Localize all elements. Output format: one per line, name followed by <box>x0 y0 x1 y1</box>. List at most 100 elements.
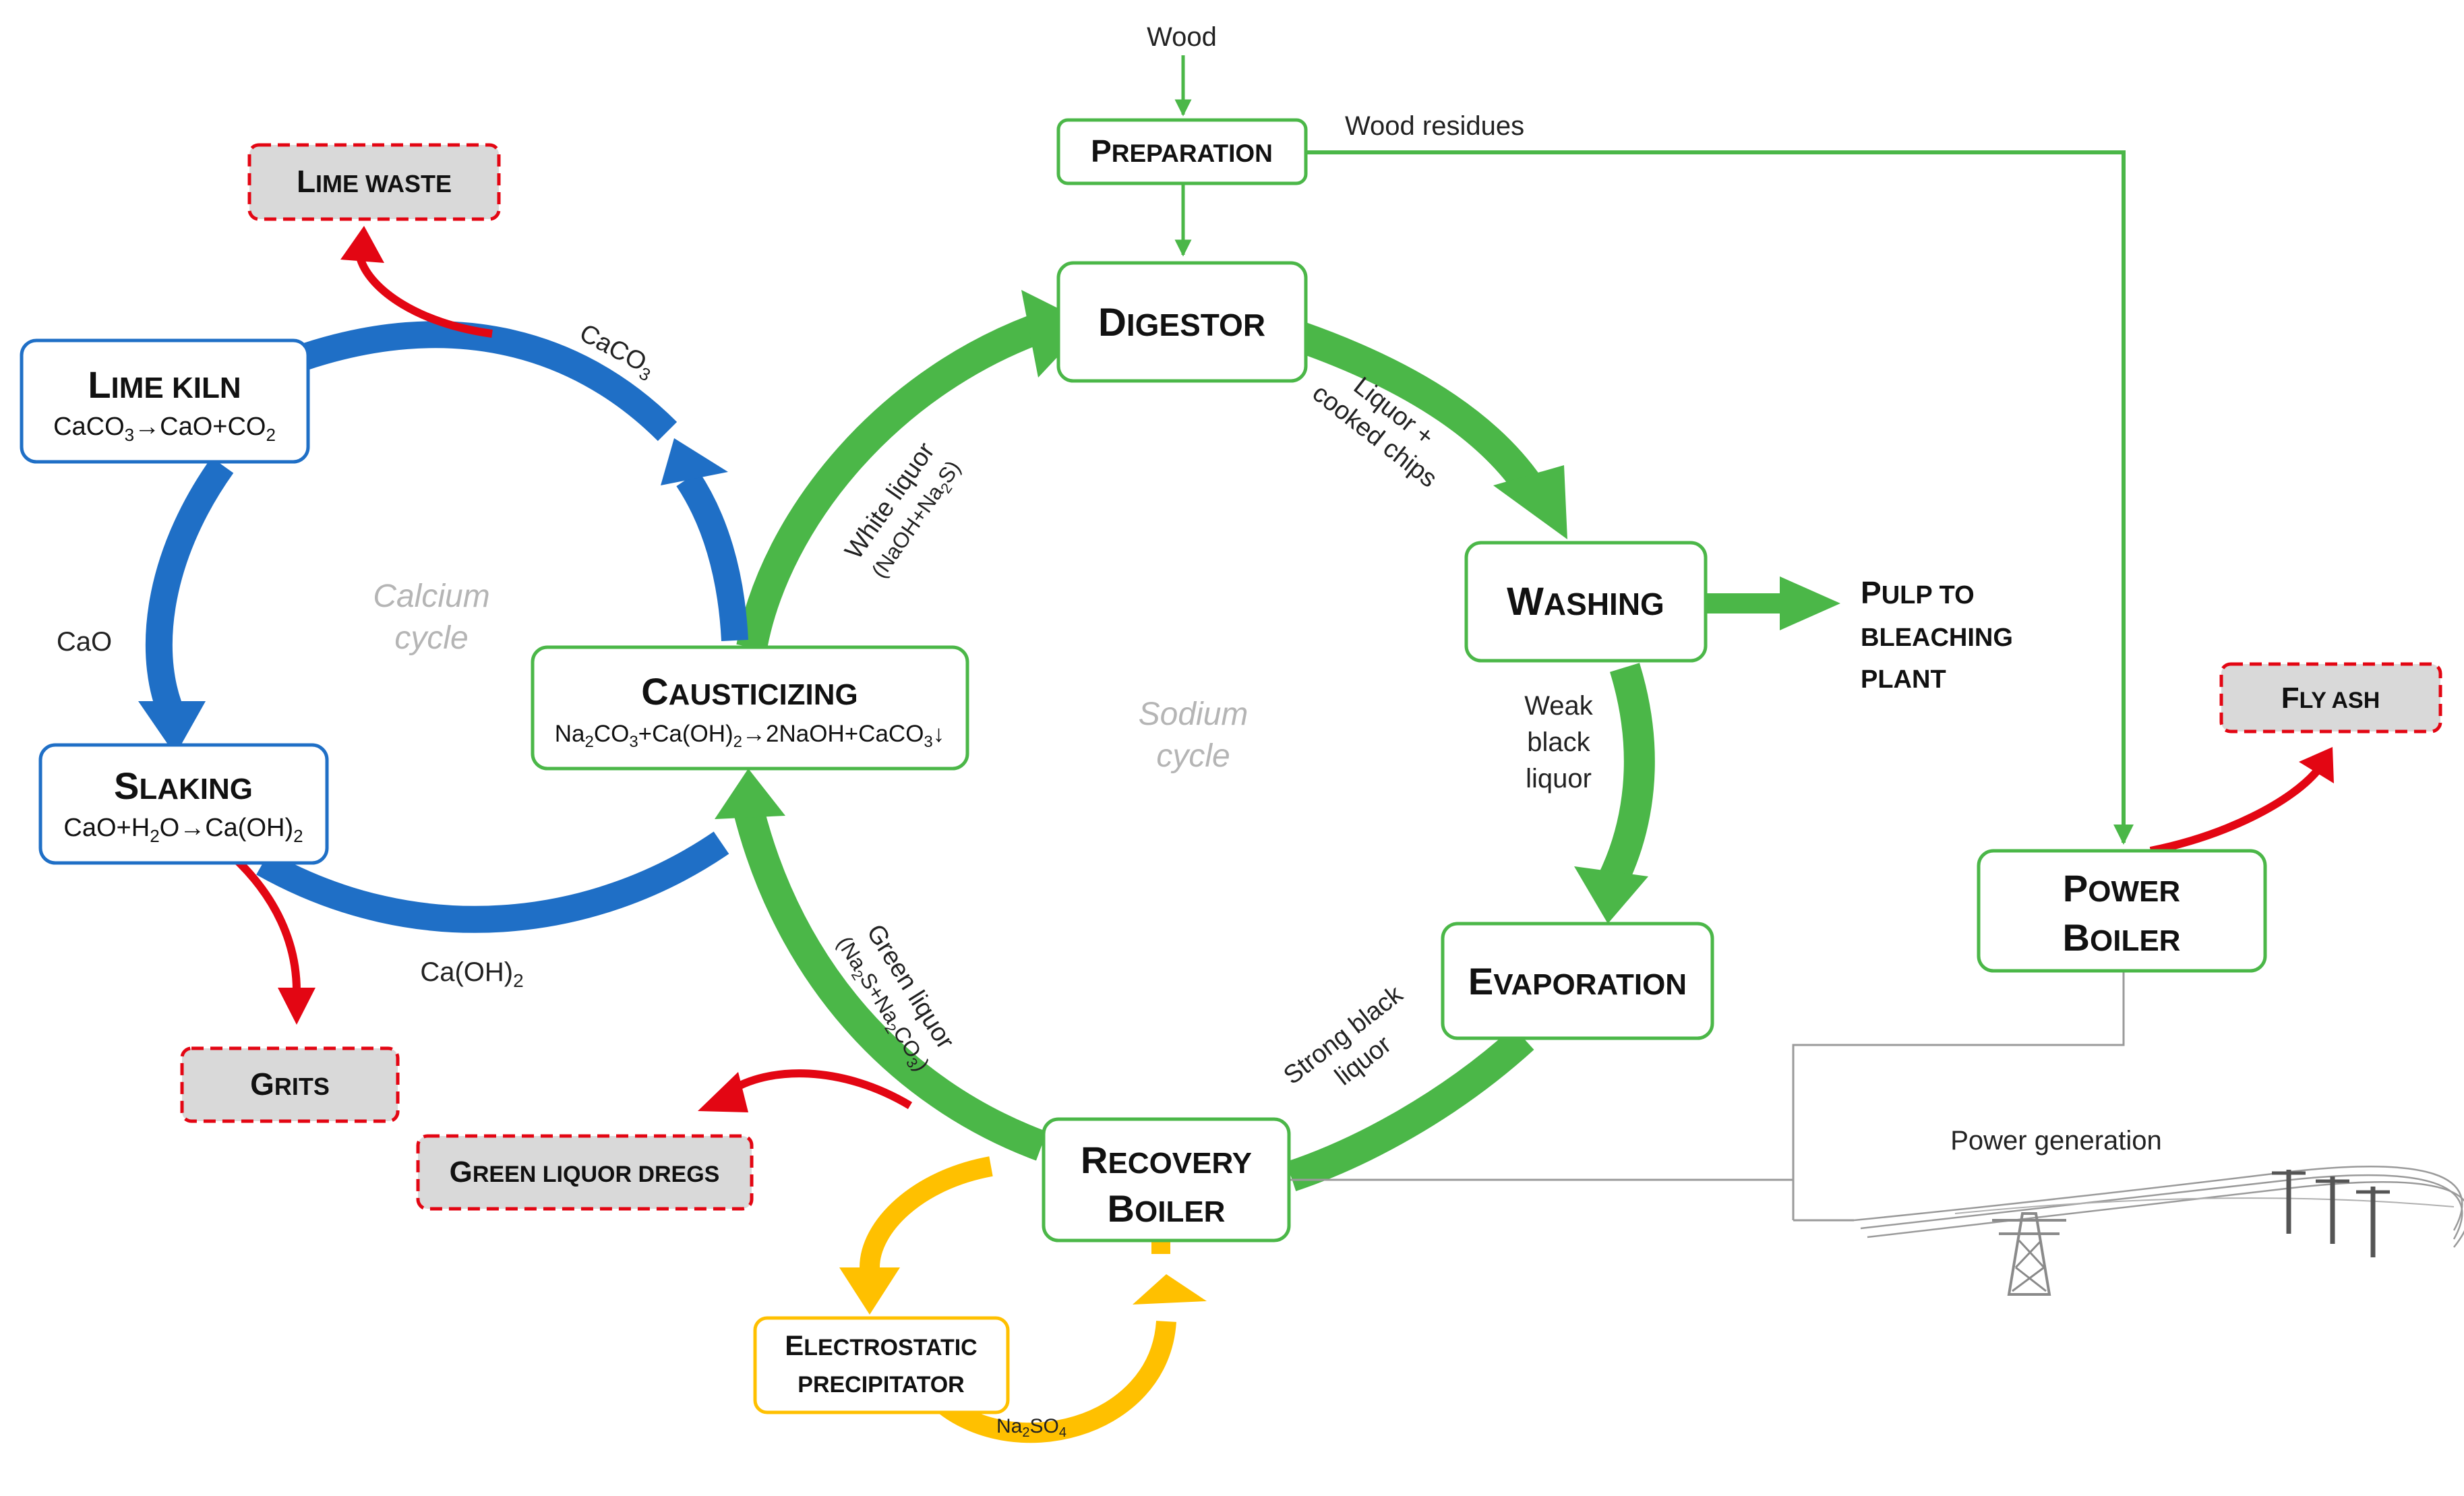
lime-waste-rest: IME WASTE <box>315 170 452 198</box>
output-pulp: PULP TO BLEACHING PLANT <box>1861 575 2013 694</box>
boiler-rest: OILER <box>1135 1195 1225 1228</box>
waste-lime-waste[interactable]: LIME WASTE <box>247 143 501 221</box>
node-evaporation[interactable]: EVAPORATION <box>1441 922 1714 1040</box>
svg-text:cycle: cycle <box>1156 738 1230 774</box>
preparation-rest: REPARATION <box>1112 140 1273 167</box>
washing-rest: ASHING <box>1544 587 1664 622</box>
pulp-output-arrow <box>1706 576 1840 630</box>
preparation-cap: P <box>1091 133 1112 169</box>
node-slaking[interactable]: SLAKING CaO+H2O→Ca(OH)2 <box>38 743 329 865</box>
node-power-boiler[interactable]: POWER BOILER <box>1977 849 2267 973</box>
grits-arrowhead <box>278 988 315 1025</box>
power-cap: P <box>2063 867 2088 909</box>
label-wood-residues: Wood residues <box>1345 111 1524 141</box>
node-digestor[interactable]: DIGESTOR <box>1056 261 1308 383</box>
causticizing-cap: C <box>641 670 668 713</box>
transmission-wire-2 <box>1860 1174 2463 1240</box>
grits-cap: G <box>250 1067 274 1102</box>
svg-text:cycle: cycle <box>394 620 468 656</box>
lime-waste-cap: L <box>297 164 315 199</box>
svg-text:LIME WASTE: LIME WASTE <box>297 164 452 199</box>
svg-text:EVAPORATION: EVAPORATION <box>1468 960 1687 1003</box>
wood-flow <box>1174 55 2134 845</box>
power-boiler-rest: OILER <box>2090 924 2180 957</box>
cao-arc <box>145 457 234 727</box>
digestor-rest: IGESTOR <box>1126 307 1265 342</box>
caco3-arc-top <box>299 321 678 442</box>
liquor-chips-arrowhead <box>1493 465 1567 539</box>
digestor-cap: D <box>1098 301 1126 345</box>
liquor-chips-arc <box>1296 322 1551 508</box>
svg-text:liquor: liquor <box>1526 764 1592 794</box>
cao-arrowhead <box>138 701 206 755</box>
dregs-rest: REEN LIQUOR DREGS <box>473 1162 719 1187</box>
node-lime-kiln[interactable]: LIME KILN CaCO3→CaO+CO2 <box>20 338 310 464</box>
esp-cap: E <box>785 1329 804 1361</box>
power-transmission-tower-icon <box>1992 1212 2066 1296</box>
washing-cap: W <box>1507 580 1544 624</box>
svg-text:SLAKING: SLAKING <box>114 765 253 807</box>
power-boiler-cap: B <box>2063 916 2090 959</box>
lime-kiln-equation: CaCO3→CaO+CO2 <box>53 413 276 445</box>
label-power-generation: Power generation <box>1950 1126 2162 1156</box>
green-liquor-arc <box>733 805 1048 1161</box>
lime-waste-arrowhead <box>340 226 384 263</box>
power-boiler-connector <box>1792 971 2125 1220</box>
node-washing[interactable]: WASHING <box>1464 541 1708 663</box>
svg-text:FLY ASH: FLY ASH <box>2281 682 2380 715</box>
slaking-cap: S <box>114 765 139 807</box>
evaporation-cap: E <box>1468 960 1493 1003</box>
svg-text:GRITS: GRITS <box>250 1067 330 1102</box>
waste-fly-ash[interactable]: FLY ASH <box>2219 662 2442 734</box>
pulp-line3: PLANT <box>1861 665 1946 694</box>
waste-green-liquor-dregs[interactable]: GREEN LIQUOR DREGS <box>416 1134 754 1211</box>
pulp-cap: P <box>1861 575 1882 610</box>
dregs-arrowhead <box>698 1072 748 1112</box>
esp-loop <box>839 1156 1207 1443</box>
svg-text:Weak: Weak <box>1524 691 1594 721</box>
label-sodium-cycle: Sodium cycle <box>1139 696 1249 774</box>
svg-text:BOILER: BOILER <box>1108 1187 1226 1230</box>
weak-black-arrowhead <box>1574 866 1648 924</box>
weak-black-arc <box>1597 663 1655 891</box>
label-wood: Wood <box>1147 22 1217 52</box>
esp-rest: LECTROSTATIC <box>804 1335 978 1360</box>
label-calcium-cycle: Calcium cycle <box>373 578 489 656</box>
node-preparation[interactable]: PREPARATION <box>1056 118 1308 185</box>
caco3-arrowhead <box>661 438 728 485</box>
strong-black-arc <box>1286 1026 1534 1191</box>
svg-text:DIGESTOR: DIGESTOR <box>1098 301 1265 345</box>
lime-kiln-cap: L <box>88 363 111 406</box>
causticizing-rest: AUSTICIZING <box>669 678 858 711</box>
waste-grits[interactable]: GRITS <box>180 1046 400 1123</box>
white-liquor-arrowhead <box>1021 290 1089 378</box>
caoh2-arc <box>256 831 729 933</box>
esp-arrowhead-down <box>839 1267 900 1315</box>
label-cao: CaO <box>57 627 112 657</box>
label-weak-black-liquor: Weak black liquor <box>1524 691 1594 794</box>
svg-text:Sodium: Sodium <box>1139 696 1249 732</box>
utility-pole-icon <box>2272 1170 2390 1257</box>
node-causticizing[interactable]: CAUSTICIZING Na2CO3+Ca(OH)2→2NaOH+CaCO3↓ <box>531 645 969 771</box>
svg-text:GREEN LIQUOR DREGS: GREEN LIQUOR DREGS <box>450 1156 720 1189</box>
pulp-line2: BLEACHING <box>1861 624 2013 652</box>
node-electrostatic-precipitator[interactable]: ELECTROSTATIC PRECIPITATOR <box>753 1316 1010 1414</box>
lime-kiln-rest: IME KILN <box>111 371 241 405</box>
white-liquor-arc <box>736 309 1057 651</box>
grits-arrow <box>229 853 301 992</box>
pulp-rest: ULP TO <box>1882 581 1975 609</box>
sodium-cycle-ring <box>715 290 1655 1191</box>
power-connections <box>1289 971 2125 1222</box>
slaking-rest: LAKING <box>139 773 253 806</box>
lime-waste-arrow <box>357 258 493 338</box>
node-recovery-boiler[interactable]: RECOVERY BOILER <box>1042 1117 1291 1243</box>
caco3-arc-right <box>676 471 748 642</box>
fly-ash-arrow <box>2149 766 2322 855</box>
slaking-equation: CaO+H2O→Ca(OH)2 <box>63 814 303 846</box>
power-lines-scene <box>1853 1166 2464 1296</box>
svg-text:Calcium: Calcium <box>373 578 489 614</box>
label-strong-black-liquor: Strong black liquor <box>1278 980 1408 1091</box>
svg-text:RECOVERY: RECOVERY <box>1081 1139 1252 1181</box>
svg-text:WASHING: WASHING <box>1507 580 1664 624</box>
dregs-cap: G <box>450 1156 473 1189</box>
